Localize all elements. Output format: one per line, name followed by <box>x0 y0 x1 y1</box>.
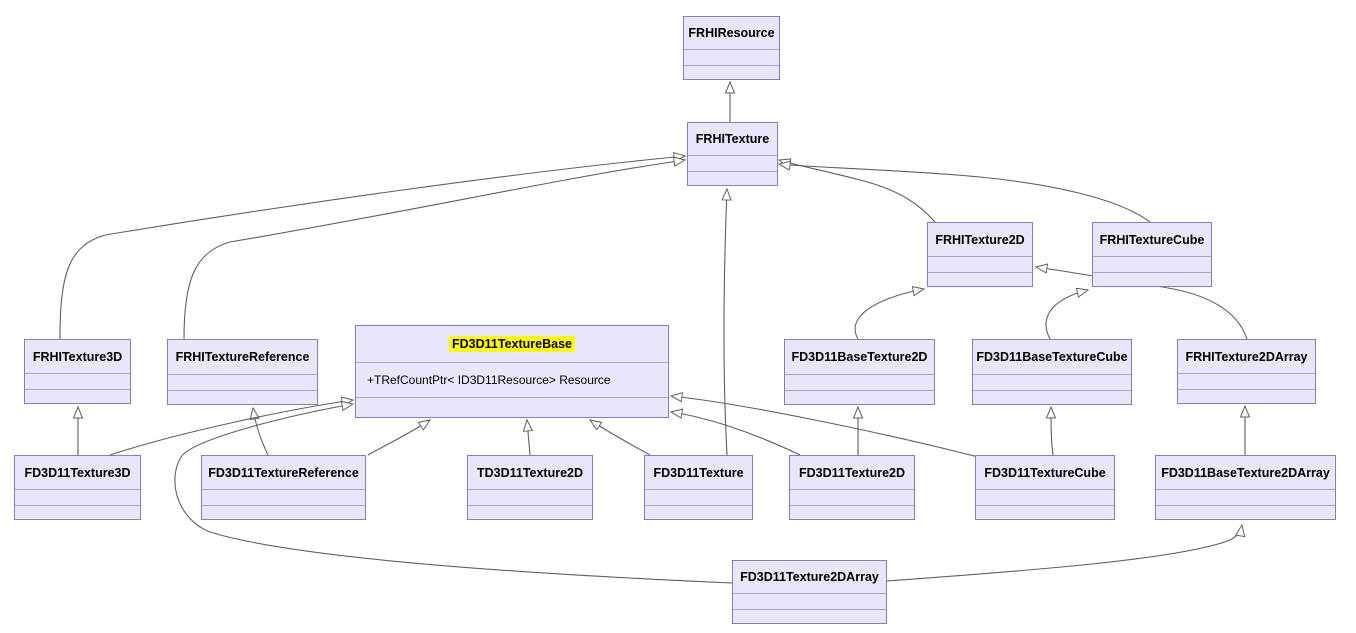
class-node-FD3D11BaseTexture2D[interactable]: FD3D11BaseTexture2D <box>784 339 935 405</box>
class-name: FD3D11TextureCube <box>984 465 1106 480</box>
class-node-FD3D11Texture3D[interactable]: FD3D11Texture3D <box>14 455 141 520</box>
edge-FD3D11TextureCube-to-FD3D11TextureBase <box>671 396 979 458</box>
edge-FD3D11Texture-to-FD3D11TextureBase <box>590 420 651 456</box>
edge-FD3D11TextureReference-to-FRHITextureReference <box>253 408 269 456</box>
class-name: FRHITexture <box>695 132 770 146</box>
class-node-FRHITextureReference[interactable]: FRHITextureReference <box>167 339 318 405</box>
class-name: FD3D11BaseTexture2DArray <box>1161 465 1330 480</box>
class-node-FRHITexture2DArray[interactable]: FRHITexture2DArray <box>1177 339 1316 404</box>
class-name: FRHITextureReference <box>175 350 310 364</box>
edge-FD3D11Texture-to-FRHITexture <box>724 189 727 456</box>
class-node-FD3D11BaseTexture2DArray[interactable]: FD3D11BaseTexture2DArray <box>1155 455 1336 520</box>
class-node-FRHITexture3D[interactable]: FRHITexture3D <box>24 339 131 404</box>
edge-FD3D11BaseTexture2D-to-FRHITexture2D <box>854 289 924 340</box>
class-name: FD3D11Texture2DArray <box>740 570 879 584</box>
class-node-FD3D11TextureBase[interactable]: FD3D11TextureBase +TRefCountPtr< ID3D11R… <box>355 325 669 418</box>
class-node-FD3D11Texture2D[interactable]: FD3D11Texture2D <box>789 455 915 520</box>
edge-FD3D11Texture2DArray-to-FD3D11TextureBase <box>174 404 733 584</box>
class-name: FRHITexture2D <box>935 232 1025 247</box>
class-name: FD3D11TextureReference <box>208 465 359 480</box>
class-name: FRHITextureCube <box>1099 232 1205 247</box>
class-node-FD3D11TextureCube[interactable]: FD3D11TextureCube <box>975 455 1115 520</box>
class-member: +TRefCountPtr< ID3D11Resource> Resource <box>356 362 668 397</box>
class-node-FD3D11TextureReference[interactable]: FD3D11TextureReference <box>201 455 366 520</box>
class-node-FD3D11Texture2DArray[interactable]: FD3D11Texture2DArray <box>732 560 887 624</box>
class-name: FD3D11Texture3D <box>24 465 131 480</box>
class-node-FRHITexture[interactable]: FRHITexture <box>687 122 778 186</box>
class-name: FD3D11Texture2D <box>798 465 906 480</box>
class-name: FRHIResource <box>688 26 775 40</box>
class-name: FD3D11BaseTextureCube <box>976 350 1128 364</box>
edge-FD3D11TextureReference-to-FD3D11TextureBase <box>367 420 430 456</box>
edge-FRHITextureReference-to-FRHITexture <box>183 160 685 340</box>
class-node-FD3D11BaseTextureCube[interactable]: FD3D11BaseTextureCube <box>972 339 1132 405</box>
class-name: FRHITexture2DArray <box>1185 349 1308 364</box>
edge-TD3D11Texture2D-to-FD3D11TextureBase <box>527 420 530 456</box>
class-node-FRHITexture2D[interactable]: FRHITexture2D <box>927 222 1033 287</box>
class-name: FRHITexture3D <box>32 349 123 364</box>
class-name: FD3D11BaseTexture2D <box>791 350 928 364</box>
class-name: TD3D11Texture2D <box>476 465 584 480</box>
edge-FD3D11BaseTextureCube-to-FRHITextureCube <box>1045 290 1088 340</box>
edge-FRHITexture3D-to-FRHITexture <box>59 156 685 340</box>
edge-FD3D11TextureCube-to-FD3D11BaseTextureCube <box>1051 407 1053 456</box>
edge-FRHITextureCube-to-FRHITexture <box>779 164 1151 223</box>
class-name: FD3D11Texture <box>653 465 744 480</box>
edge-FD3D11Texture3D-to-FD3D11TextureBase <box>109 400 353 456</box>
edge-FD3D11Texture2DArray-to-FD3D11BaseTexture2DArray <box>886 525 1242 582</box>
class-node-FRHITextureCube[interactable]: FRHITextureCube <box>1092 222 1212 287</box>
class-node-FRHIResource[interactable]: FRHIResource <box>683 16 780 80</box>
class-name-highlighted: FD3D11TextureBase <box>449 336 575 352</box>
class-node-TD3D11Texture2D[interactable]: TD3D11Texture2D <box>467 455 593 520</box>
class-node-FD3D11Texture[interactable]: FD3D11Texture <box>644 455 753 520</box>
edge-FD3D11Texture2D-to-FD3D11TextureBase <box>671 412 801 456</box>
